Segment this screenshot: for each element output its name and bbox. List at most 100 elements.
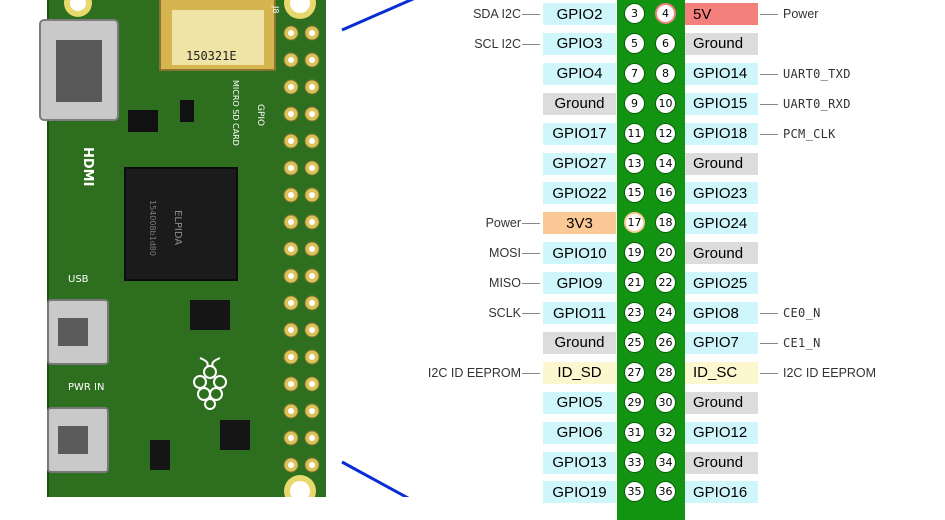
pin-number-odd[interactable]: 35 — [624, 481, 645, 503]
pin-number-odd[interactable]: 27 — [624, 361, 645, 383]
pin-number-even[interactable]: 36 — [655, 481, 676, 503]
pin-number-odd[interactable]: 7 — [624, 62, 645, 84]
pin-number-even[interactable]: 34 — [655, 451, 676, 473]
pin-number-odd[interactable]: 11 — [624, 122, 645, 144]
left-function-note: SCL I2C — [474, 36, 521, 51]
pin-number-even[interactable]: 26 — [655, 331, 676, 353]
pin-number-odd[interactable]: 21 — [624, 272, 645, 294]
pin-row: GPIO6 31 32 GPIO12 — [0, 421, 945, 445]
left-function-note: MISO — [489, 276, 521, 291]
pin-label-left: ID_SD — [543, 361, 616, 384]
pin-label-right: Ground — [685, 451, 758, 474]
pin-label-right: GPIO24 — [685, 212, 758, 235]
pin-number-even[interactable]: 14 — [655, 152, 676, 174]
pin-label-right: ID_SC — [685, 361, 758, 384]
note-connector-line — [522, 253, 540, 255]
pin-number-odd[interactable]: 17 — [624, 212, 645, 234]
pin-label-right: GPIO16 — [685, 481, 758, 504]
note-connector-line — [522, 313, 540, 314]
board-gpio-holes — [283, 25, 320, 473]
pin-label-right: GPIO23 — [685, 182, 758, 205]
pin-number-even[interactable]: 28 — [655, 361, 676, 383]
pin-number-even[interactable]: 18 — [655, 212, 676, 234]
pin-number-even[interactable]: 24 — [655, 302, 676, 323]
pin-number-even[interactable]: 20 — [655, 242, 676, 264]
pin-number-even[interactable]: 10 — [655, 92, 676, 114]
raspberry-logo-icon — [193, 357, 227, 410]
right-function-note: UART0_RXD — [783, 96, 851, 111]
pin-label-right: GPIO14 — [685, 62, 758, 85]
sd-code-text: 150321E — [186, 49, 237, 63]
right-function-note: UART0_TXD — [783, 66, 851, 81]
pin-number-odd[interactable]: 19 — [624, 242, 645, 264]
pin-number-odd[interactable]: 15 — [624, 182, 645, 204]
pin-number-even[interactable]: 22 — [655, 272, 676, 294]
note-connector-line — [760, 372, 778, 374]
left-function-note: SCLK — [488, 306, 521, 320]
pin-number-odd[interactable]: 31 — [624, 421, 645, 443]
pin-number-odd[interactable]: 5 — [624, 32, 645, 54]
hdmi-silkscreen: HDMI — [80, 147, 95, 186]
pin-number-even[interactable]: 32 — [655, 421, 676, 443]
note-connector-line — [760, 103, 778, 105]
pin-label-right: Ground — [685, 391, 758, 414]
pin-label-right: Ground — [685, 32, 758, 55]
note-connector-line — [760, 14, 778, 15]
note-connector-line — [760, 313, 778, 314]
pin-label-left: GPIO3 — [543, 32, 616, 55]
note-connector-line — [760, 342, 778, 344]
right-function-note: PCM_CLK — [783, 126, 836, 141]
pin-label-left: GPIO11 — [543, 302, 616, 324]
pin-label-left: GPIO6 — [543, 421, 616, 444]
pin-label-right: GPIO12 — [685, 421, 758, 444]
note-connector-line — [522, 14, 540, 15]
right-function-note: Power — [783, 7, 819, 21]
pin-number-even[interactable]: 12 — [655, 122, 676, 144]
pin-number-even[interactable]: 6 — [655, 32, 676, 54]
pin-label-left: GPIO2 — [543, 3, 616, 25]
chip-code: 154008b1d80 — [148, 200, 157, 256]
component — [128, 110, 158, 132]
right-function-note: I2C ID EEPROM — [783, 365, 877, 380]
usb-silkscreen: USB — [68, 274, 89, 285]
note-connector-line — [522, 372, 540, 374]
pin-number-even[interactable]: 8 — [655, 62, 676, 84]
pin-number-odd[interactable]: 25 — [624, 331, 645, 353]
note-connector-line — [760, 133, 778, 135]
pin-number-even[interactable]: 16 — [655, 182, 676, 204]
pin-number-odd[interactable]: 23 — [624, 302, 645, 323]
pin-number-odd[interactable]: 33 — [624, 451, 645, 473]
right-function-note: CE1_N — [783, 335, 821, 350]
pin-label-left: Ground — [543, 92, 616, 115]
right-function-note: CE0_N — [783, 306, 821, 320]
pin-label-right: 5V — [685, 3, 758, 25]
pin-number-odd[interactable]: 29 — [624, 391, 645, 413]
pin-label-left: 3V3 — [543, 212, 616, 235]
sd-silkscreen: MICRO SD CARD — [231, 80, 240, 146]
note-connector-line — [522, 223, 540, 225]
pin-label-right: Ground — [685, 152, 758, 175]
left-function-note: Power — [485, 216, 521, 231]
pin-label-right: Ground — [685, 242, 758, 265]
pin-number-odd[interactable]: 9 — [624, 92, 645, 114]
pin-label-left: GPIO17 — [543, 122, 616, 145]
pin-label-left: GPIO10 — [543, 242, 616, 265]
pin-number-odd[interactable]: 13 — [624, 152, 645, 174]
pin-number-even[interactable]: 30 — [655, 391, 676, 413]
pin-label-left: GPIO4 — [543, 62, 616, 85]
pin-number-odd[interactable]: 3 — [624, 3, 645, 24]
pwr-silkscreen: PWR IN — [68, 382, 104, 393]
pin-number-even[interactable]: 4 — [655, 3, 676, 24]
left-function-note: MOSI — [489, 246, 521, 261]
